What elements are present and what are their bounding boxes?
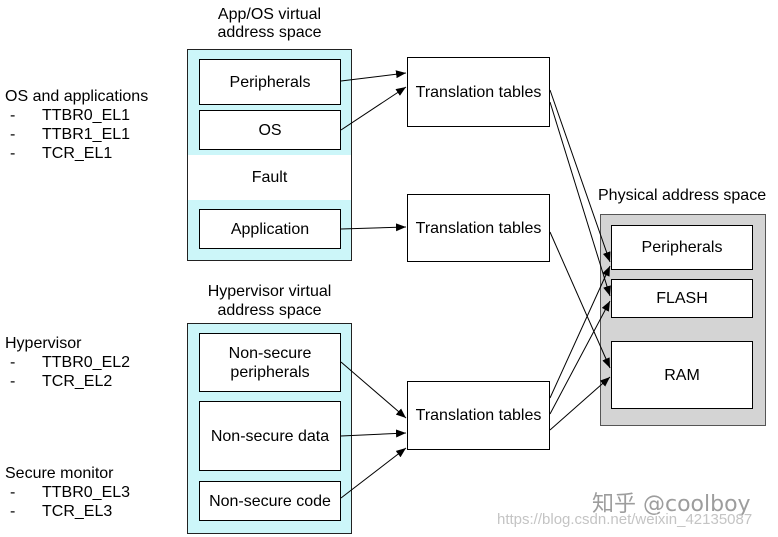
non-secure-code-region: Non-secure code xyxy=(199,481,341,521)
register-item: - TTBR0_EL1 xyxy=(5,106,148,125)
title-line: App/OS virtual xyxy=(217,6,322,23)
physical-space-title: Physical address space xyxy=(598,187,767,204)
register-name: TTBR0_EL2 xyxy=(42,354,131,371)
list-marker: - xyxy=(10,107,16,124)
ram-region: RAM xyxy=(611,341,753,409)
register-item: - TTBR0_EL3 xyxy=(5,483,130,502)
register-name: TCR_EL3 xyxy=(42,503,113,520)
register-name: TCR_EL2 xyxy=(42,373,113,390)
list-marker: - xyxy=(10,373,16,390)
translation-tables-label: Translation tables xyxy=(415,83,542,101)
register-item: - TTBR0_EL2 xyxy=(5,353,130,372)
register-group-secure-monitor: Secure monitor - TTBR0_EL3 - TCR_EL3 xyxy=(5,464,130,521)
hypervisor-space-title: Hypervisor virtual address space xyxy=(187,282,352,320)
list-marker: - xyxy=(10,503,16,520)
register-item: - TTBR1_EL1 xyxy=(5,125,148,144)
region-label-line: peripherals xyxy=(230,363,310,381)
translation-tables-os: Translation tables xyxy=(407,57,550,127)
translation-tables-label: Translation tables xyxy=(415,407,542,424)
register-name: TTBR1_EL1 xyxy=(42,126,131,143)
list-marker: - xyxy=(10,126,16,143)
region-label: Application xyxy=(230,220,310,238)
physical-address-space: Peripherals FLASH RAM xyxy=(600,214,766,426)
title-line: address space xyxy=(217,302,322,319)
register-item: - TCR_EL3 xyxy=(5,502,130,521)
register-name: TCR_EL1 xyxy=(42,145,113,162)
os-region: OS xyxy=(199,110,341,150)
translation-tables-label: Translation tables xyxy=(415,219,542,237)
virtual-peripherals-region: Peripherals xyxy=(199,59,341,105)
register-item: - TCR_EL2 xyxy=(5,372,130,391)
translation-tables-application: Translation tables xyxy=(407,194,550,262)
fault-region: Fault xyxy=(188,155,351,200)
list-marker: - xyxy=(10,484,16,501)
region-label: Non-secure data xyxy=(210,427,330,445)
register-group-title: Hypervisor xyxy=(5,335,82,352)
title-line: Hypervisor virtual xyxy=(207,283,332,300)
title-line: address space xyxy=(217,24,322,41)
hypervisor-address-space: Non-secure peripherals Non-secure data N… xyxy=(187,323,352,534)
zhihu-watermark: 知乎 @coolboy xyxy=(592,492,751,517)
register-name: TTBR0_EL3 xyxy=(42,484,131,501)
region-label: Peripherals xyxy=(641,239,723,256)
register-item: - TCR_EL1 xyxy=(5,144,148,163)
region-label: FLASH xyxy=(656,290,708,307)
register-name: TTBR0_EL1 xyxy=(42,107,131,124)
translation-tables-hypervisor: Translation tables xyxy=(407,381,550,450)
register-group-hypervisor: Hypervisor - TTBR0_EL2 - TCR_EL2 xyxy=(5,334,130,391)
region-label-line: Non-secure xyxy=(228,344,312,362)
application-region: Application xyxy=(199,209,341,249)
flash-region: FLASH xyxy=(611,279,753,318)
non-secure-data-region: Non-secure data xyxy=(199,401,341,471)
physical-peripherals-region: Peripherals xyxy=(611,225,753,270)
register-group-title: OS and applications xyxy=(5,88,149,105)
list-marker: - xyxy=(10,354,16,371)
app-os-space-title: App/OS virtual address space xyxy=(187,6,352,42)
region-label: OS xyxy=(258,121,282,139)
region-label: Non-secure code xyxy=(209,492,331,510)
register-group-title: Secure monitor xyxy=(5,465,114,482)
fault-label: Fault xyxy=(251,169,288,186)
list-marker: - xyxy=(10,145,16,162)
non-secure-peripherals-region: Non-secure peripherals xyxy=(199,333,341,392)
csdn-url-watermark: https://blog.csdn.net/weixin_42135087 xyxy=(497,511,753,528)
register-group-os-applications: OS and applications - TTBR0_EL1 - TTBR1_… xyxy=(5,87,148,163)
app-os-address-space: Fault Peripherals OS Application xyxy=(187,49,352,261)
region-label: Peripherals xyxy=(229,73,311,91)
region-label: RAM xyxy=(664,366,700,384)
